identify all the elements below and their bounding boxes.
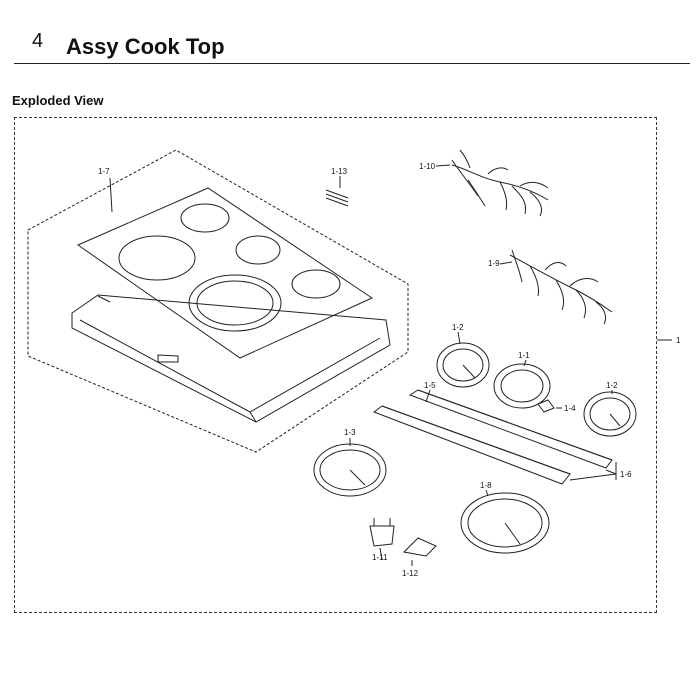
callout-1-5: 1-5 bbox=[424, 381, 436, 390]
wire-harness-1-9 bbox=[509, 249, 613, 325]
burner-element-1-8 bbox=[460, 492, 550, 554]
section-title: Assy Cook Top bbox=[66, 34, 225, 59]
burner-element-1-2-right bbox=[583, 391, 637, 437]
burner-ring-1-1 bbox=[493, 363, 551, 409]
burner-ring-top-right bbox=[235, 235, 281, 265]
part-1-4 bbox=[537, 399, 555, 413]
burner-element-1-2-left bbox=[436, 342, 490, 388]
callout-1-11: 1-11 bbox=[372, 553, 388, 562]
callout-1-3: 1-3 bbox=[344, 428, 356, 437]
burner-ring-large-left bbox=[118, 235, 196, 281]
part-1-12 bbox=[402, 537, 437, 557]
callout-1-9: 1-9 bbox=[488, 259, 500, 268]
burner-ring-right bbox=[291, 269, 341, 299]
burner-ring-center-large bbox=[188, 274, 282, 332]
wire-harness-1-10 bbox=[451, 149, 549, 217]
callout-1-13: 1-13 bbox=[331, 167, 348, 176]
callout-1-6: 1-6 bbox=[620, 470, 632, 479]
callout-1-7: 1-7 bbox=[98, 167, 110, 176]
section-number: 4 bbox=[32, 30, 44, 52]
callout-1-10: 1-10 bbox=[419, 162, 436, 171]
callout-1-2-left: 1-2 bbox=[452, 323, 464, 332]
callout-1-8: 1-8 bbox=[480, 481, 492, 490]
title-rule bbox=[14, 63, 690, 64]
callout-1-1: 1-1 bbox=[518, 351, 530, 360]
callout-1-4: 1-4 bbox=[564, 404, 576, 413]
callout-1: 1 bbox=[676, 336, 681, 345]
support-bar-upper bbox=[408, 389, 613, 469]
exploded-view-frame bbox=[14, 117, 657, 613]
cooktop-frame-tray bbox=[71, 294, 391, 423]
callout-1-2-right: 1-2 bbox=[606, 381, 618, 390]
glass-top-panel bbox=[76, 187, 374, 359]
burner-element-1-3 bbox=[313, 443, 387, 497]
part-1-13 bbox=[325, 189, 349, 207]
support-bar-lower bbox=[372, 405, 571, 485]
burner-ring-small-top bbox=[180, 203, 230, 233]
view-title: Exploded View bbox=[12, 93, 104, 108]
part-1-11 bbox=[369, 525, 395, 547]
callout-1-12: 1-12 bbox=[402, 569, 419, 578]
